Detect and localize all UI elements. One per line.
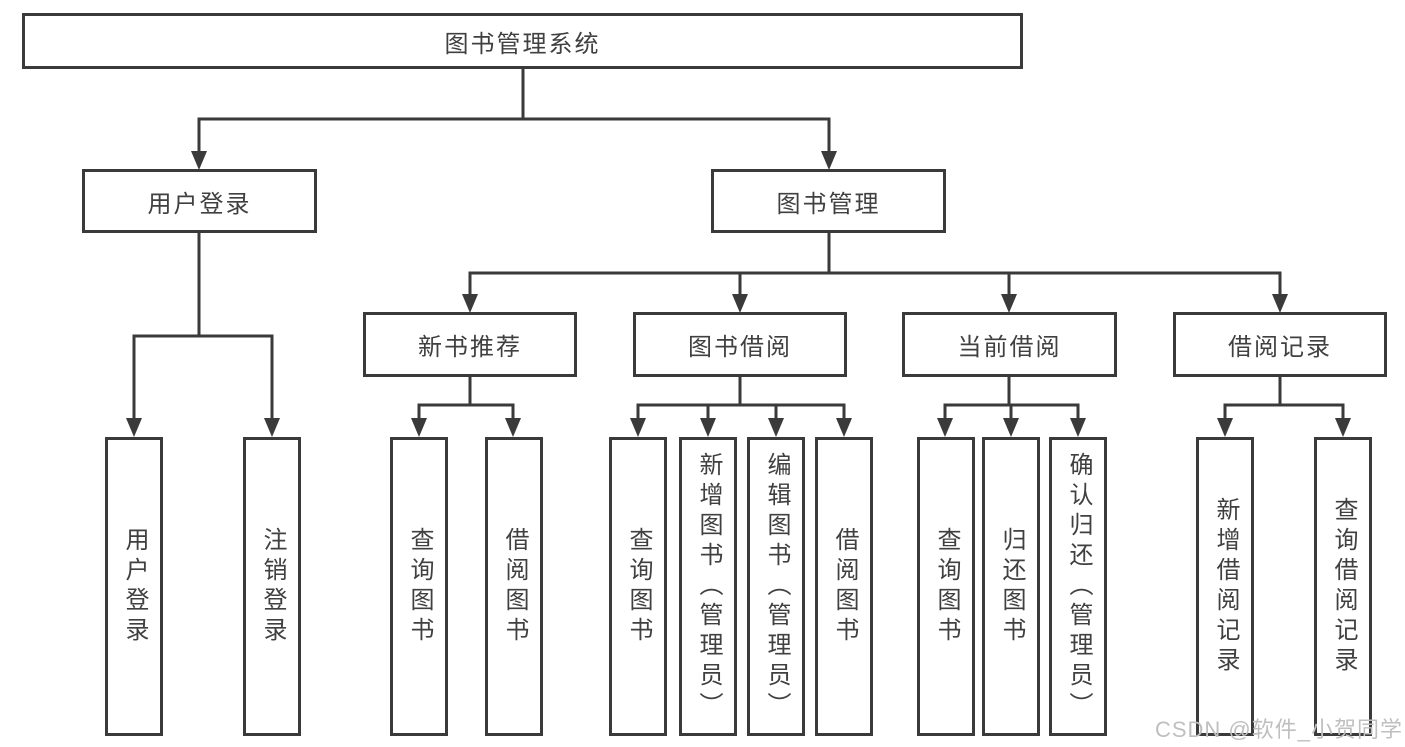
node-new-book-recommend: 新书推荐 [363, 312, 577, 377]
node-leaf-borrow-book-recommend: 借阅图书 [485, 437, 543, 736]
node-leaf-query-borrow-record-label: 查询借阅记录 [1330, 496, 1357, 677]
node-root-label: 图书管理系统 [444, 30, 601, 58]
node-book-borrow-label: 图书借阅 [688, 334, 792, 361]
node-book-management-label: 图书管理 [776, 190, 881, 218]
node-leaf-user-login: 用户登录 [105, 437, 163, 736]
node-borrow-records-label: 借阅记录 [1228, 334, 1332, 361]
node-book-borrow: 图书借阅 [633, 312, 847, 377]
csdn-watermark: CSDN @软件_小贺同学 [1154, 717, 1403, 742]
node-leaf-add-book-admin-label: 新增图书（管理员） [695, 451, 722, 722]
node-leaf-add-book-admin: 新增图书（管理员） [679, 437, 737, 736]
node-leaf-logout: 注销登录 [243, 437, 301, 736]
node-current-borrow-label: 当前借阅 [957, 334, 1062, 361]
node-leaf-query-book-borrow-label: 查询图书 [625, 526, 652, 647]
node-leaf-add-borrow-record-label: 新增借阅记录 [1212, 496, 1239, 677]
node-book-management: 图书管理 [711, 169, 946, 233]
node-leaf-return-book-label: 归还图书 [998, 526, 1025, 647]
node-new-book-recommend-label: 新书推荐 [418, 334, 522, 361]
node-leaf-query-book-recommend-label: 查询图书 [406, 526, 433, 647]
node-leaf-query-book-current-label: 查询图书 [933, 526, 960, 647]
node-leaf-confirm-return-admin: 确认归还（管理员） [1049, 437, 1107, 736]
node-leaf-borrow-book-borrow: 借阅图书 [815, 437, 873, 736]
node-leaf-user-login-label: 用户登录 [121, 526, 148, 647]
node-current-borrow: 当前借阅 [902, 312, 1117, 377]
node-borrow-records: 借阅记录 [1173, 312, 1387, 377]
node-root: 图书管理系统 [22, 13, 1023, 69]
node-leaf-logout-label: 注销登录 [259, 526, 286, 647]
node-user-login-label: 用户登录 [147, 190, 252, 218]
node-leaf-edit-book-admin-label: 编辑图书（管理员） [763, 451, 790, 722]
node-leaf-borrow-book-recommend-label: 借阅图书 [501, 526, 528, 647]
node-leaf-query-book-recommend: 查询图书 [390, 437, 448, 736]
node-user-login: 用户登录 [82, 169, 317, 233]
node-leaf-query-borrow-record: 查询借阅记录 [1314, 437, 1372, 736]
node-leaf-add-borrow-record: 新增借阅记录 [1196, 437, 1254, 736]
node-leaf-return-book: 归还图书 [982, 437, 1040, 736]
node-leaf-edit-book-admin: 编辑图书（管理员） [747, 437, 805, 736]
node-leaf-confirm-return-admin-label: 确认归还（管理员） [1065, 451, 1092, 722]
node-leaf-borrow-book-borrow-label: 借阅图书 [831, 526, 858, 647]
node-leaf-query-book-borrow: 查询图书 [609, 437, 667, 736]
node-leaf-query-book-current: 查询图书 [917, 437, 975, 736]
